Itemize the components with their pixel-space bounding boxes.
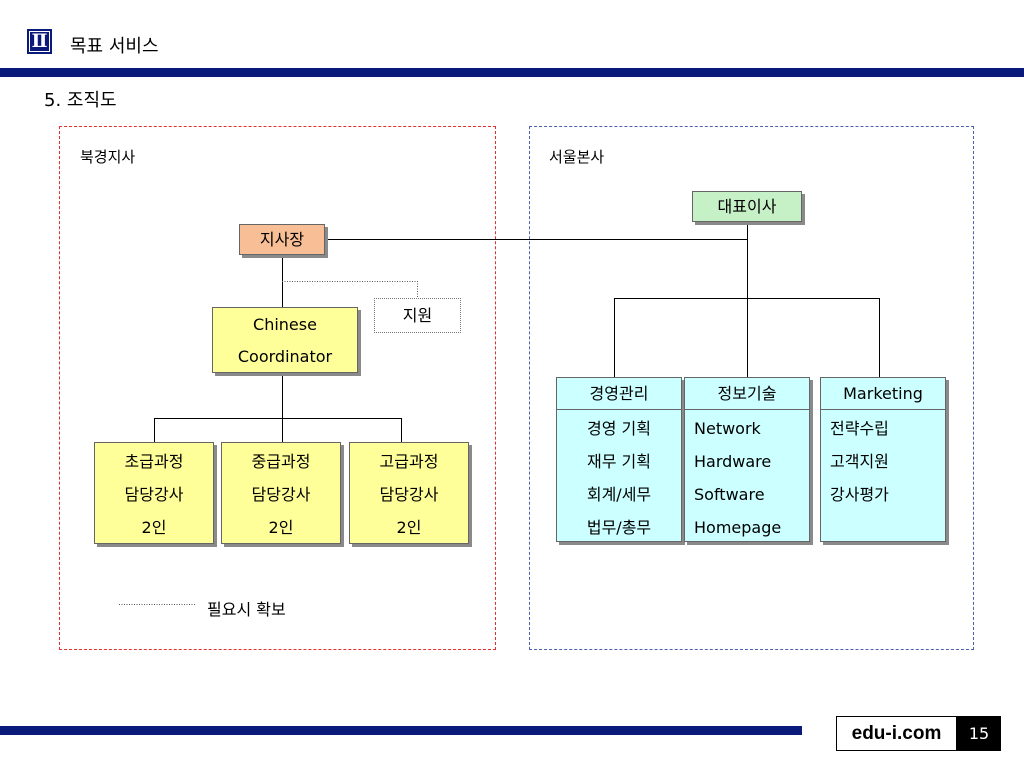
dept-item: 경영 기획: [587, 419, 651, 438]
chapter-numeral-badge: Ⅱ: [27, 29, 52, 54]
seoul-hq-zone: [529, 126, 974, 650]
lecturer-course: 초급과정: [124, 452, 184, 471]
support-dotted-line: [282, 281, 418, 298]
dept-title: 경영관리: [557, 378, 681, 410]
intermediate-lecturer-box: 중급과정 담당강사 2인: [221, 442, 341, 544]
lecturer-role: 담당강사: [251, 485, 311, 504]
dept-item: 고객지원: [830, 452, 889, 471]
dept-management-box: 경영관리 경영 기획 재무 기획 회계/세무 법무/총무: [556, 377, 682, 542]
page-number: 15: [957, 716, 1001, 751]
lecturer-course: 중급과정: [251, 452, 311, 471]
coordinator-line: Coordinator: [237, 347, 333, 366]
advanced-lecturer-box: 고급과정 담당강사 2인: [349, 442, 469, 544]
dept-item: 법무/총무: [586, 518, 652, 537]
lecturer-role: 담당강사: [379, 485, 439, 504]
beijing-branch-label: 북경지사: [80, 148, 136, 166]
dept-title: 정보기술: [685, 378, 809, 410]
dept-marketing-box: Marketing 전략수립 고객지원 강사평가: [820, 377, 946, 542]
lecturer-role: 담당강사: [124, 485, 184, 504]
dept-title: Marketing: [821, 378, 945, 410]
dept-item: 강사평가: [830, 485, 889, 504]
dept-item: 재무 기획: [587, 452, 651, 471]
branch-manager-box: 지사장: [239, 224, 325, 255]
dept-item: Network: [694, 419, 761, 438]
dept-it-box: 정보기술 Network Hardware Software Homepage: [684, 377, 810, 542]
dept-item: Software: [694, 485, 765, 504]
dept-item: 회계/세무: [586, 485, 652, 504]
beginner-lecturer-box: 초급과정 담당강사 2인: [94, 442, 214, 544]
brand-logo: edu-i.com: [836, 716, 957, 751]
section-title: 5. 조직도: [44, 90, 117, 111]
lecturer-count: 2인: [396, 518, 422, 537]
dept-item: Homepage: [694, 518, 782, 537]
beijing-branch-zone: [59, 126, 496, 650]
support-box: 지원: [374, 298, 461, 333]
lecturer-count: 2인: [141, 518, 167, 537]
legend-text: 필요시 확보: [207, 600, 286, 619]
coordinator-line: Chinese: [253, 315, 317, 334]
lecturer-course: 고급과정: [379, 452, 439, 471]
dept-item: 전략수립: [830, 419, 889, 438]
dept-item: Hardware: [694, 452, 772, 471]
coordinator-box: Chinese Coordinator: [212, 307, 358, 373]
chapter-title: 목표 서비스: [70, 36, 159, 57]
ceo-box: 대표이사: [692, 191, 802, 222]
lecturer-count: 2인: [268, 518, 294, 537]
seoul-hq-label: 서울본사: [549, 148, 605, 166]
footer-rule: [0, 726, 802, 735]
header-rule: [0, 68, 1024, 77]
